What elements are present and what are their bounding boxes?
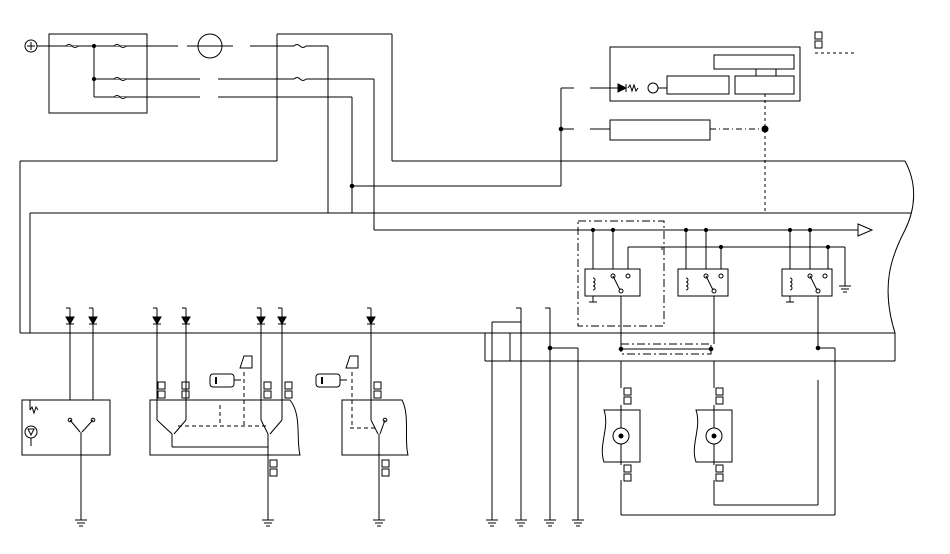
center-door-switch xyxy=(150,372,300,520)
right-door-switch xyxy=(342,372,408,520)
feed-lines xyxy=(147,34,905,236)
relay-2 xyxy=(662,228,828,333)
legend-marker xyxy=(815,32,855,53)
motor-1 xyxy=(602,405,640,465)
battery-positive-terminal xyxy=(25,40,66,52)
diode-drops xyxy=(66,308,550,520)
ground-symbols xyxy=(75,520,584,526)
motor-2 xyxy=(694,405,732,465)
bus-line xyxy=(20,161,914,361)
fuse-relay-box xyxy=(49,34,147,113)
relay-1 xyxy=(578,221,664,333)
left-door-switch xyxy=(22,400,110,520)
ignition-switch-symbol xyxy=(147,34,277,58)
connector-blocks xyxy=(158,382,723,481)
relay-module xyxy=(590,94,768,213)
control-unit xyxy=(590,47,800,101)
motor-wiring xyxy=(485,322,835,520)
relay-3 xyxy=(782,228,851,333)
key-1 xyxy=(210,356,252,387)
key-2 xyxy=(316,356,358,387)
